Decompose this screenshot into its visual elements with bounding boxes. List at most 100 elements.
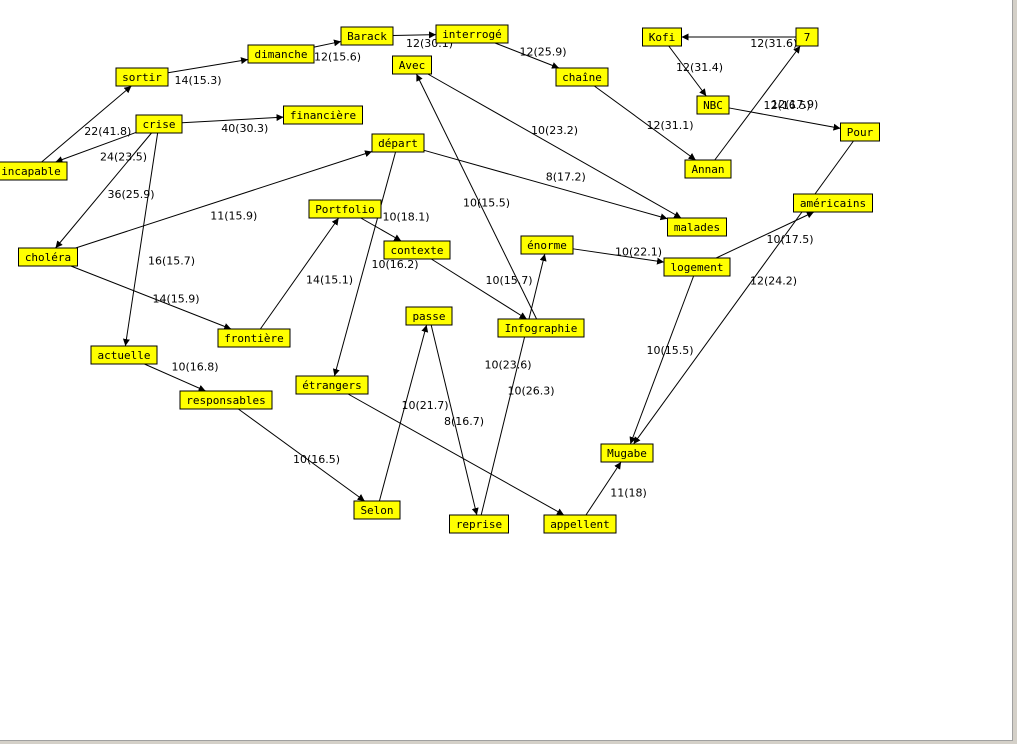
node-label: financière <box>290 109 356 122</box>
edge-labels-layer: 14(15.3)12(15.6)12(30.1)12(25.9)12(31.1)… <box>84 37 818 500</box>
edge-logement-americains <box>715 211 815 259</box>
edge-frontiere-portfolio <box>259 217 340 330</box>
node-box <box>340 26 394 46</box>
node-infographie[interactable]: Infographie <box>497 318 585 338</box>
edge-label: 12(31.1) <box>646 119 693 132</box>
edge-etrangers-appellent <box>347 393 565 516</box>
node-box <box>555 67 609 87</box>
node-americains[interactable]: américains <box>793 193 873 213</box>
node-label: NBC <box>703 99 723 112</box>
node-appellent[interactable]: appellent <box>543 514 617 534</box>
node-incapable[interactable]: incapable <box>0 161 68 181</box>
node-financiere[interactable]: financière <box>283 105 363 125</box>
edge-line <box>181 114 284 124</box>
node-box <box>308 199 382 219</box>
edge-label: 10(18.1) <box>382 211 429 224</box>
node-annan[interactable]: Annan <box>684 159 732 179</box>
edge-line <box>423 149 668 221</box>
edge-label: 14(15.9) <box>152 293 199 306</box>
node-box <box>135 114 183 134</box>
node-box <box>295 375 369 395</box>
node-seven[interactable]: 7 <box>795 27 819 47</box>
node-frontiere[interactable]: frontière <box>217 328 291 348</box>
node-selon[interactable]: Selon <box>353 500 401 520</box>
edge-line <box>572 248 665 265</box>
node-box <box>435 24 509 44</box>
edge-line <box>144 363 206 392</box>
node-crise[interactable]: crise <box>135 114 183 134</box>
node-mugabe[interactable]: Mugabe <box>600 443 654 463</box>
edge-label: 10(15.7) <box>485 274 532 287</box>
node-dimanche[interactable]: dimanche <box>247 44 315 64</box>
node-box <box>696 95 730 115</box>
edge-label: 12(31.6) <box>750 37 797 50</box>
node-interroge[interactable]: interrogé <box>435 24 509 44</box>
node-responsables[interactable]: responsables <box>179 390 273 410</box>
edge-line <box>360 217 402 242</box>
node-enorme[interactable]: énorme <box>520 235 574 255</box>
edge-portfolio-contexte <box>360 217 402 242</box>
node-box <box>179 390 273 410</box>
edge-line <box>480 253 547 516</box>
edge-sortir-dimanche <box>167 57 249 74</box>
node-box <box>247 44 315 64</box>
edge-label: 8(17.2) <box>546 171 586 184</box>
node-box <box>0 161 68 181</box>
edge-line <box>594 85 696 161</box>
node-reprise[interactable]: reprise <box>449 514 509 534</box>
node-nbc[interactable]: NBC <box>696 95 730 115</box>
edge-dimanche-barack <box>313 39 342 48</box>
node-depart[interactable]: départ <box>371 133 425 153</box>
node-contexte[interactable]: contexte <box>383 240 451 260</box>
node-label: départ <box>378 137 418 150</box>
node-box <box>795 27 819 47</box>
node-box <box>405 306 453 326</box>
edge-appellent-mugabe <box>585 461 622 516</box>
node-box <box>684 159 732 179</box>
node-box <box>283 105 363 125</box>
node-label: responsables <box>186 394 265 407</box>
node-box <box>371 133 425 153</box>
edge-line <box>728 107 841 131</box>
node-passe[interactable]: passe <box>405 306 453 326</box>
node-portfolio[interactable]: Portfolio <box>308 199 382 219</box>
node-label: dimanche <box>255 48 308 61</box>
edge-label: 12(31.4) <box>676 61 723 74</box>
edge-line <box>415 73 538 320</box>
edge-label: 10(21.7) <box>401 399 448 412</box>
node-avec[interactable]: Avec <box>392 55 432 75</box>
edge-line <box>55 132 152 249</box>
edge-chaine-annan <box>594 85 696 161</box>
node-label: 7 <box>804 31 811 44</box>
edge-line <box>392 31 437 39</box>
edge-line <box>633 140 854 445</box>
edge-label: 11(18) <box>610 487 647 500</box>
edge-depart-malades <box>423 149 668 221</box>
node-cholera[interactable]: choléra <box>18 247 78 267</box>
node-box <box>520 235 574 255</box>
edge-contexte-infographie <box>431 258 527 320</box>
node-label: malades <box>674 221 720 234</box>
node-logement[interactable]: logement <box>663 257 731 277</box>
node-label: chaîne <box>562 71 602 84</box>
edge-barack-interroge <box>392 31 437 39</box>
node-label: Mugabe <box>607 447 647 460</box>
edge-line <box>347 393 565 516</box>
node-barack[interactable]: Barack <box>340 26 394 46</box>
node-chaine[interactable]: chaîne <box>555 67 609 87</box>
node-malades[interactable]: malades <box>667 217 727 237</box>
edge-passe-reprise <box>430 324 479 516</box>
edge-label: 10(16.5) <box>293 453 340 466</box>
edge-label: 10(15.5) <box>463 197 510 210</box>
node-sortir[interactable]: sortir <box>115 67 169 87</box>
node-etrangers[interactable]: étrangers <box>295 375 369 395</box>
edge-label: 10(17.5) <box>766 233 813 246</box>
edge-line <box>629 275 695 445</box>
node-pour[interactable]: Pour <box>840 122 880 142</box>
edge-cholera-frontiere <box>70 265 232 330</box>
node-kofi[interactable]: Kofi <box>642 27 682 47</box>
node-actuelle[interactable]: actuelle <box>90 345 158 365</box>
node-label: sortir <box>122 71 162 84</box>
edge-line <box>122 132 159 347</box>
